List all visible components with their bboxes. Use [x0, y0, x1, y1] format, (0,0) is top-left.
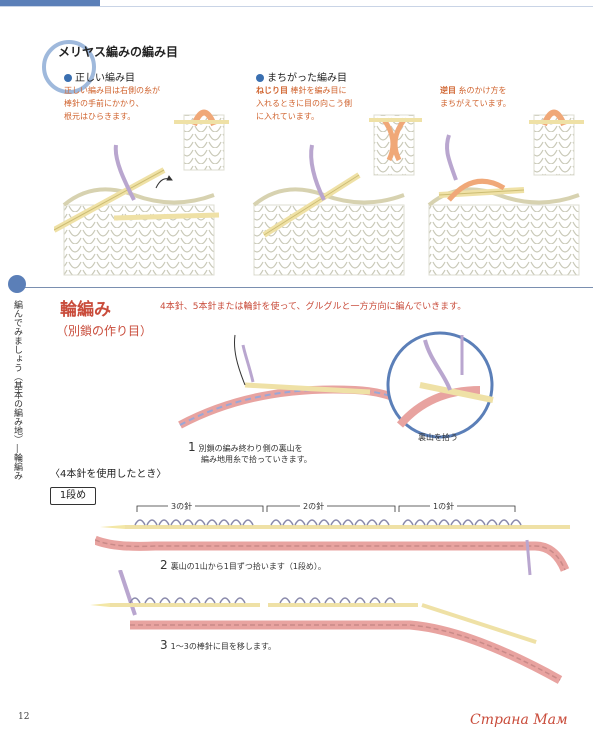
- wrong-desc: ねじり目 棒針を編み目に 入れるときに目の向こう側 に入れています。: [256, 84, 352, 123]
- wrong-desc-line: 棒針を編み目に: [290, 86, 347, 95]
- correct-desc-line: 根元はひらきます。: [64, 112, 136, 121]
- step3-number: 3: [160, 638, 168, 652]
- needle-label-2: 2の針: [300, 501, 328, 512]
- step1-line: 編み地用糸で拾っていきます。: [201, 455, 312, 464]
- correct-heading: 正しい編み目: [64, 69, 135, 84]
- bullet-icon: [64, 74, 72, 82]
- wrong-desc-line: 入れるときに目の向こう側: [256, 99, 352, 108]
- reverse-desc: 逆目 糸のかけ方を まちがえています。: [440, 84, 511, 110]
- correct-stitch-illustration: [54, 109, 229, 276]
- wrong-term: ねじり目: [256, 86, 288, 95]
- section-title: メリヤス編みの編み目: [58, 45, 179, 59]
- wrong-heading: まちがった編み目: [256, 69, 347, 84]
- reverse-desc-line: 糸のかけ方を: [458, 86, 507, 95]
- four-needle-transfer-illustration: [90, 570, 563, 684]
- bullet-icon: [256, 74, 264, 82]
- step2-number: 2: [160, 558, 168, 572]
- side-tab-text: 編んでみましょう（基本の編み地）―輪編み: [12, 300, 22, 480]
- reverse-desc-line: まちがえています。: [440, 99, 511, 108]
- ring-title: 輪編み: [60, 300, 111, 320]
- section-divider: [14, 287, 593, 288]
- ring-desc: 4本針、5本針または輪針を使って、グルグルと一方方向に編んでいきます。: [160, 302, 467, 312]
- four-needle-row1-illustration: [95, 505, 570, 576]
- stitch-illustrations: [54, 109, 584, 276]
- correct-heading-text: 正しい編み目: [75, 73, 135, 84]
- section-circle-decoration: [42, 40, 96, 94]
- correct-desc-line: 正しい編み目は右側の糸が: [64, 86, 160, 95]
- wrong-desc-line: に入れています。: [256, 112, 319, 121]
- step1-number: 1: [188, 440, 196, 454]
- step3-text: 1～3の棒針に目を移します。: [170, 642, 277, 651]
- chain-pickup-illustration: [178, 331, 494, 439]
- step1-line: 別鎖の編み終わり側の裏山を: [198, 444, 303, 453]
- correct-desc-line: 棒針の手前にかかり、: [64, 99, 144, 108]
- circle-label: 裏山を拾う: [418, 433, 458, 442]
- twisted-stitch-illustration: [252, 114, 422, 276]
- reverse-term: 逆目: [440, 86, 456, 95]
- wrong-heading-text: まちがった編み目: [267, 73, 347, 84]
- four-needle-heading: 〈4本針を使用したとき〉: [50, 469, 167, 480]
- watermark: Страна Мам: [470, 712, 568, 728]
- needle-label-3: 3の針: [168, 501, 196, 512]
- ring-subtitle: （別鎖の作り目）: [56, 324, 153, 338]
- reverse-stitch-illustration: [427, 109, 584, 276]
- needle-label-1: 1の針: [430, 501, 458, 512]
- correct-desc: 正しい編み目は右側の糸が 棒針の手前にかかり、 根元はひらきます。: [64, 84, 160, 123]
- side-tab-dot: [8, 275, 26, 293]
- header-line: [0, 6, 593, 7]
- row-label-box: 1段め: [50, 487, 96, 505]
- step2-text: 裏山の1山から1目ずつ拾います（1段め）。: [170, 562, 326, 571]
- header-accent-bar: [0, 0, 100, 6]
- page-number: 12: [18, 712, 30, 722]
